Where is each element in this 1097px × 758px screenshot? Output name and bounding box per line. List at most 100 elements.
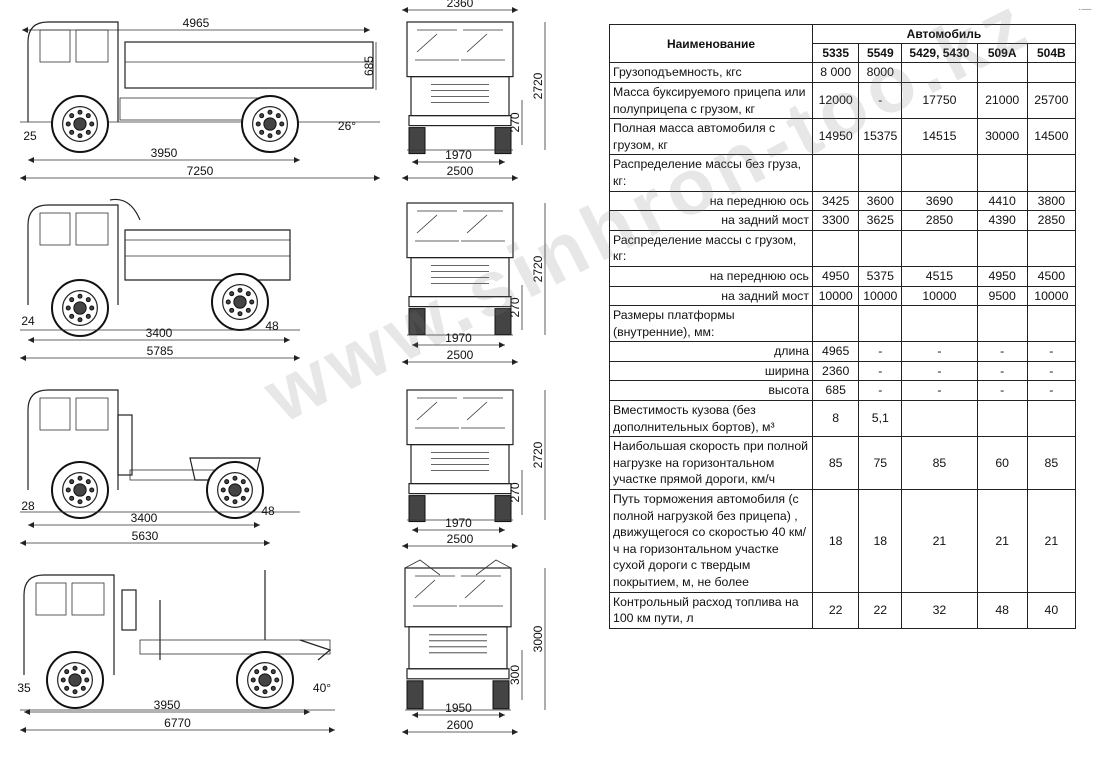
row-label: Контрольный расход топлива на 100 км пут… <box>609 591 813 629</box>
wheel-bolt <box>262 665 268 671</box>
row-value <box>1026 154 1077 192</box>
wheel-bolt <box>232 499 238 505</box>
wheel-bolt <box>69 495 75 501</box>
row-value <box>811 154 860 192</box>
dimension-label: 270 <box>508 112 522 132</box>
dimension-label: 2500 <box>447 348 474 362</box>
wheel-bolt <box>254 685 260 691</box>
drawing-shape <box>75 29 109 63</box>
drawing-shape <box>494 495 512 523</box>
wheel-bolt <box>69 129 75 135</box>
row-label: Полная масса автомобиля с грузом, кг <box>609 118 813 156</box>
dimension-label: 1970 <box>445 331 472 345</box>
row-label: на задний мост <box>609 285 813 307</box>
row-value: 17750 <box>901 81 978 120</box>
dimension-label: 2720 <box>531 72 545 99</box>
wheel-bolt <box>267 133 273 139</box>
row-value: 85 <box>901 436 978 491</box>
row-value <box>1026 305 1077 343</box>
wheel-bolt <box>220 487 226 493</box>
wheel-bolt <box>274 677 280 683</box>
row-value: 21000 <box>976 81 1028 120</box>
wheel-bolt <box>84 677 90 683</box>
table-row: Контрольный расход топлива на 100 км пут… <box>609 591 1077 629</box>
cab-outline <box>27 389 119 490</box>
wheel-bolt <box>85 129 91 135</box>
drawing-shape <box>408 626 508 670</box>
row-value: 5375 <box>858 265 903 287</box>
row-value: 4950 <box>811 265 860 287</box>
row-value: 21 <box>1026 489 1077 593</box>
drawing-shape <box>121 589 137 631</box>
drawing-shape <box>410 257 510 298</box>
row-label: Распределение массы без груза, кг: <box>609 154 813 192</box>
wheel-hub <box>263 117 277 131</box>
row-value: 8 000 <box>811 62 860 83</box>
drawing-shape <box>494 127 512 155</box>
wheel-bolt <box>77 317 83 323</box>
row-value: 32 <box>901 591 978 629</box>
wheel-bolt <box>64 685 70 691</box>
row-value: - <box>1026 341 1077 362</box>
row-value: - <box>901 341 978 362</box>
wheel-hub <box>73 301 87 315</box>
row-value: 2850 <box>901 210 978 231</box>
row-value <box>901 154 978 192</box>
row-value: 3800 <box>1026 190 1077 212</box>
wheel-bolt <box>69 479 75 485</box>
row-value: 4410 <box>976 190 1028 212</box>
dimension-label: 6770 <box>164 716 191 730</box>
wheel-bolt <box>245 307 251 313</box>
row-value: 22 <box>811 591 860 629</box>
row-value: 2360 <box>811 360 860 382</box>
wheel-bolt <box>267 109 273 115</box>
wheel-bolt <box>85 479 91 485</box>
row-value: 4950 <box>976 265 1028 287</box>
wheel-bolt <box>275 129 281 135</box>
wheel-bolt <box>77 133 83 139</box>
stakes <box>404 559 512 576</box>
drawing-shape <box>408 127 426 155</box>
wheel-bolt <box>229 291 235 297</box>
row-value: 40 <box>1026 591 1077 629</box>
row-label: Путь торможения автомобиля (с полной наг… <box>609 489 813 593</box>
row-value: 12000 <box>811 81 860 120</box>
table-row: Распределение массы с грузом, кг: <box>609 229 1077 267</box>
wheel-bolt <box>245 291 251 297</box>
table-row: Масса буксируемого прицепа или полуприце… <box>609 81 1077 120</box>
row-value <box>1026 62 1077 83</box>
row-value: 685 <box>811 380 860 402</box>
row-value: 10000 <box>858 285 903 307</box>
row-value: 10000 <box>901 285 978 307</box>
drawing-shape <box>35 582 67 616</box>
wheel-bolt <box>77 475 83 481</box>
wheel-bolt <box>255 121 261 127</box>
row-value: 30000 <box>976 118 1028 156</box>
row-value: 4390 <box>976 210 1028 231</box>
row-value: - <box>1026 380 1077 402</box>
row-label: Масса буксируемого прицепа или полуприце… <box>609 81 813 120</box>
row-value: 3425 <box>811 190 860 212</box>
dimension-label: 270 <box>508 297 522 317</box>
wheel-bolt <box>240 495 246 501</box>
row-value: 5,1 <box>858 400 903 438</box>
row-value: - <box>858 81 903 120</box>
model-header: 509А <box>976 43 1028 64</box>
wheel-bolt <box>77 499 83 505</box>
drawing-shape <box>408 495 426 523</box>
dimension-label: 26° <box>338 119 356 133</box>
row-value <box>901 305 978 343</box>
row-label: на переднюю ось <box>609 265 813 287</box>
dimension-label: 1950 <box>445 701 472 715</box>
row-value: 3625 <box>858 210 903 231</box>
wheel-bolt <box>229 307 235 313</box>
drawing-shape <box>39 397 71 431</box>
group-header: Автомобиль <box>811 23 1077 45</box>
dimension-label: 5785 <box>147 344 174 358</box>
row-value <box>858 154 903 192</box>
drawing-shape <box>117 414 133 476</box>
